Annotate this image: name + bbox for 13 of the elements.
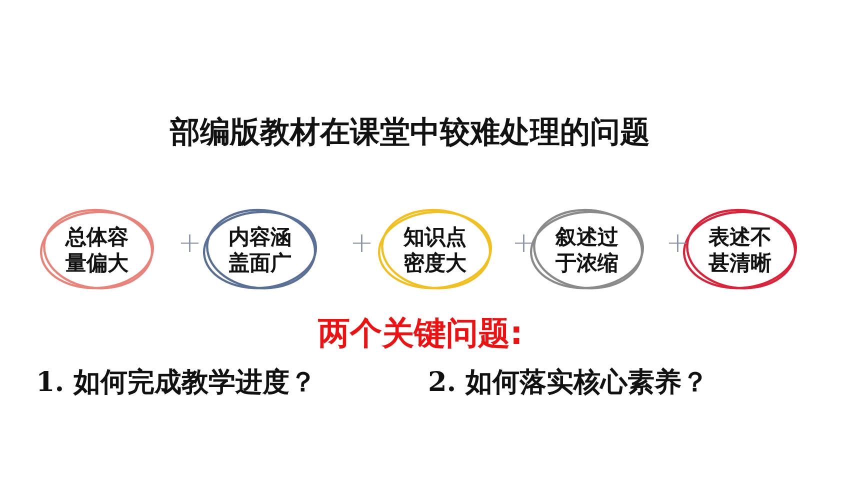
question-text: 2. 如何落实核心素养？ bbox=[428, 366, 709, 400]
node-label: 表述不甚清晰 bbox=[707, 224, 772, 276]
node-label: 内容涵盖面广 bbox=[228, 224, 292, 276]
node-label: 叙述过于浓缩 bbox=[554, 224, 620, 276]
node-label: 总体容量偏大 bbox=[64, 224, 130, 276]
node-label: 知识点密度大 bbox=[402, 224, 468, 276]
question-text: 1. 如何完成教学进度？ bbox=[36, 366, 317, 400]
plus-sign: + bbox=[666, 226, 690, 259]
plus-sign: + bbox=[350, 226, 374, 259]
subheading: 两个关键问题: bbox=[318, 313, 523, 354]
plus-sign: + bbox=[178, 226, 202, 259]
plus-sign: + bbox=[512, 226, 536, 259]
title: 部编版教材在课堂中较难处理的问题 bbox=[168, 114, 651, 152]
